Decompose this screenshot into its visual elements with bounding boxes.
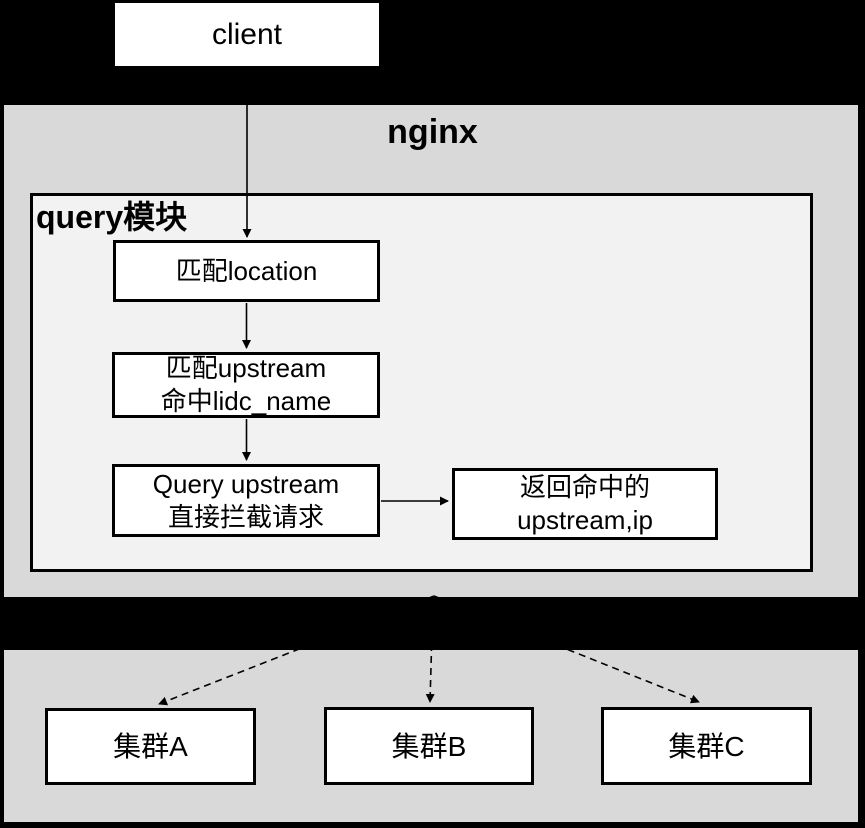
cluster-a-node: 集群A xyxy=(45,708,256,785)
cluster-b-label: 集群B xyxy=(391,730,467,762)
step-label-line1: 匹配upstream xyxy=(165,353,327,383)
step-label-line2: 直接拦截请求 xyxy=(167,501,324,532)
cluster-a-label: 集群A xyxy=(113,731,188,762)
step-label-line2: 命中lidc_name xyxy=(160,386,332,416)
step-label-line1: Query upstream xyxy=(152,468,340,499)
cluster-c-label: 集群C xyxy=(668,730,745,762)
step-match-location: 匹配location xyxy=(113,240,380,302)
result-node: 返回命中的 upstream,ip xyxy=(452,468,718,540)
query-module-title: query模块 xyxy=(36,199,188,235)
client-node: client xyxy=(115,3,379,66)
client-label: client xyxy=(211,17,283,51)
cluster-c-node: 集群C xyxy=(601,707,812,785)
cluster-b-node: 集群B xyxy=(324,707,534,785)
step-label: 匹配location xyxy=(175,255,318,286)
nginx-title: nginx xyxy=(387,113,478,151)
result-label-line2: upstream,ip xyxy=(517,505,653,535)
result-label-line1: 返回命中的 xyxy=(519,472,650,502)
step-match-upstream: 匹配upstream 命中lidc_name xyxy=(112,352,380,418)
step-query-upstream: Query upstream 直接拦截请求 xyxy=(112,464,380,537)
